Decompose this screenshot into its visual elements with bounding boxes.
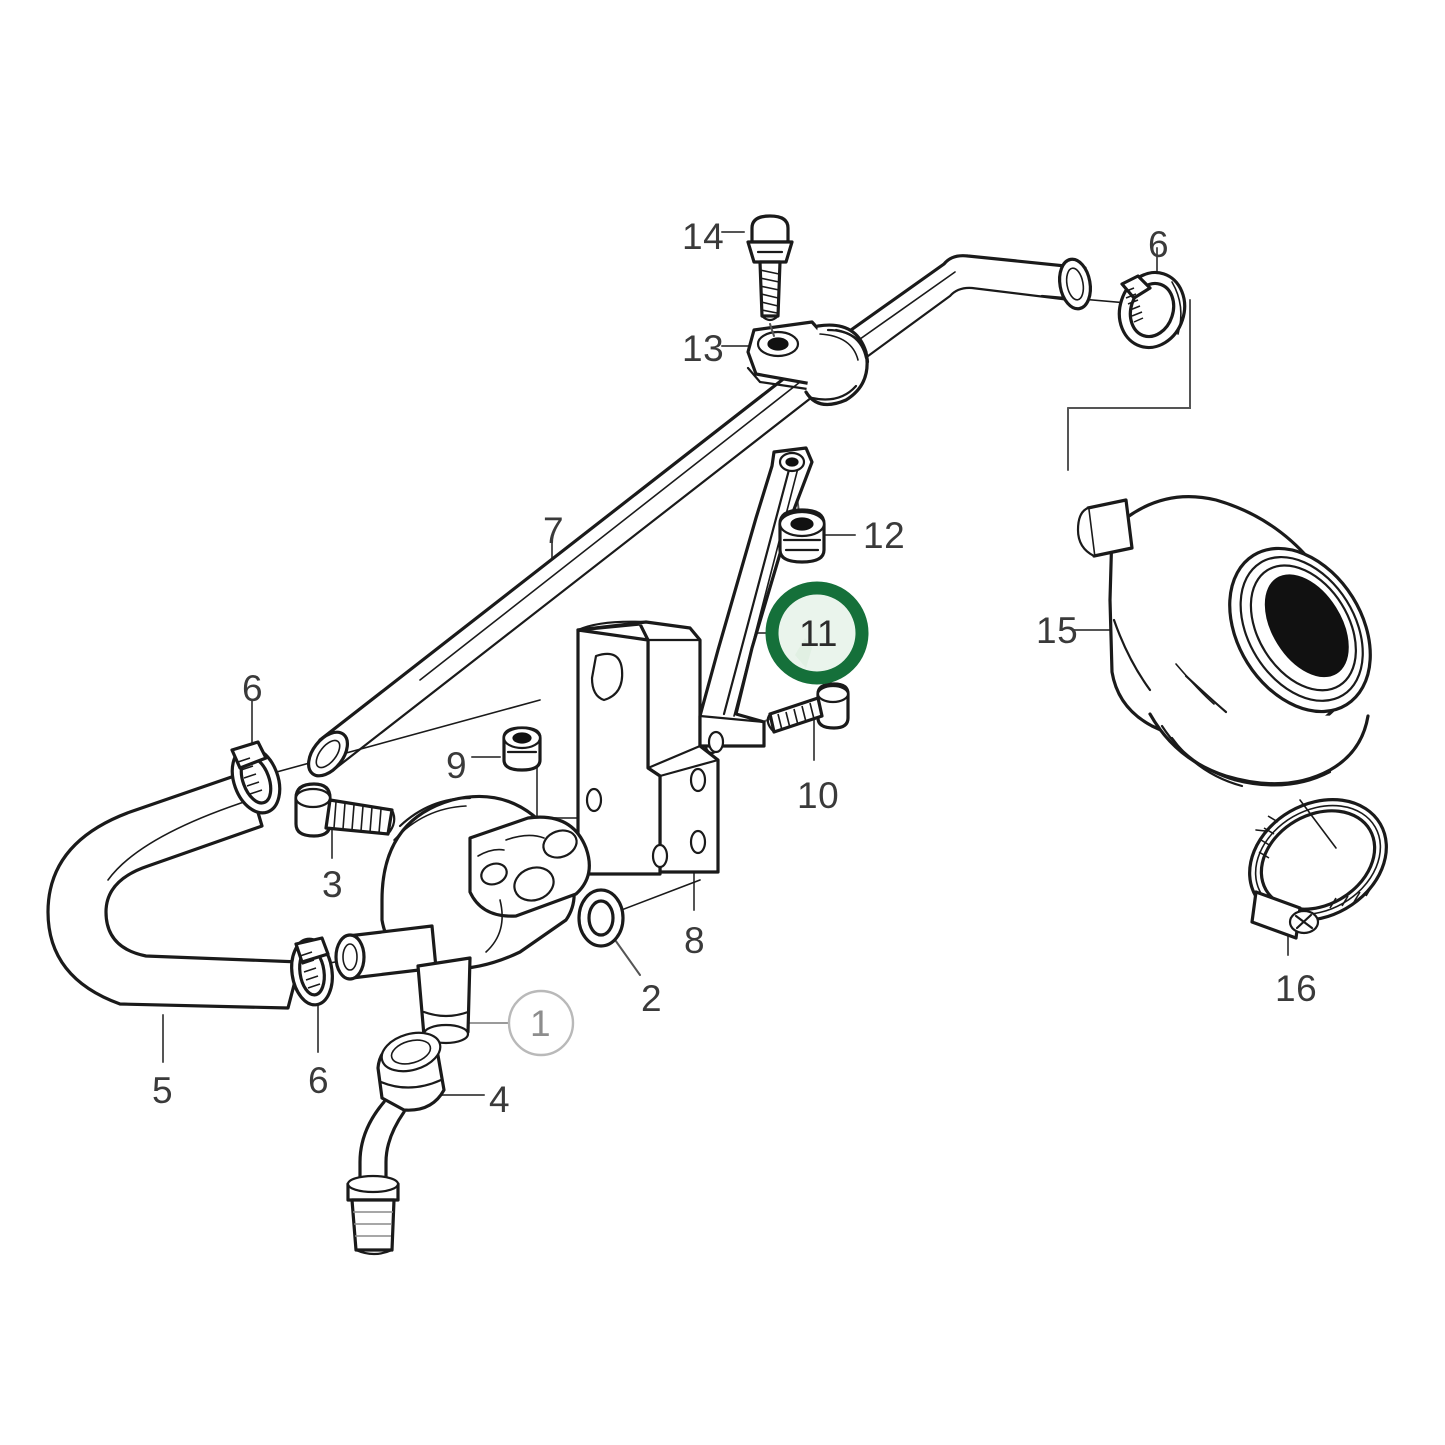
callout-label-1: 1 (530, 1003, 551, 1044)
hex-flange-bolt-short-part (766, 682, 850, 734)
callout-label-6a: 6 (242, 668, 264, 709)
lock-nut-small-part (502, 726, 542, 772)
callout-label-10: 10 (797, 775, 840, 816)
callout-label-7: 7 (543, 510, 565, 551)
callout-label-11: 11 (799, 613, 838, 654)
callout-label-9: 9 (446, 745, 468, 786)
callout-label-3: 3 (322, 864, 344, 905)
callout-label-15: 15 (1036, 610, 1079, 651)
elbow-hose-nipple-part (346, 1031, 446, 1256)
o-ring-seal-part (577, 888, 625, 948)
worm-gear-hose-clamp-large-part (1248, 798, 1388, 940)
coolant-pipe-long-part (306, 254, 1092, 778)
callout-label-8: 8 (684, 920, 706, 961)
callout-label-6b: 6 (308, 1060, 330, 1101)
ghost-marker-1 (507, 989, 575, 1057)
water-pump-housing-part (334, 794, 591, 1045)
callout-label-14: 14 (682, 216, 725, 257)
callout-label-13: 13 (682, 328, 725, 369)
mounting-bracket-plate-part (576, 620, 721, 876)
hose-clamp-upper-left-part (230, 740, 282, 815)
hose-clamp-upper-right-part (1117, 270, 1187, 350)
hex-flange-bolt-long-part (294, 782, 396, 838)
pipe-retaining-clip-part (746, 320, 870, 407)
callout-label-5: 5 (152, 1070, 174, 1111)
coolant-hose-u-bend-part (46, 770, 302, 1010)
callout-label-16: 16 (1275, 968, 1318, 1009)
hose-clamp-lower-left-part (290, 936, 334, 1007)
hex-head-bolt-part (746, 214, 794, 337)
callout-label-4: 4 (489, 1079, 511, 1120)
highlight-marker-11[interactable] (765, 581, 869, 685)
callout-label-2: 2 (641, 978, 663, 1019)
lock-nut-large-part (778, 508, 826, 564)
air-filter-housing-part (1076, 495, 1372, 788)
callout-label-12: 12 (863, 515, 906, 556)
callout-label-6c: 6 (1148, 224, 1170, 265)
